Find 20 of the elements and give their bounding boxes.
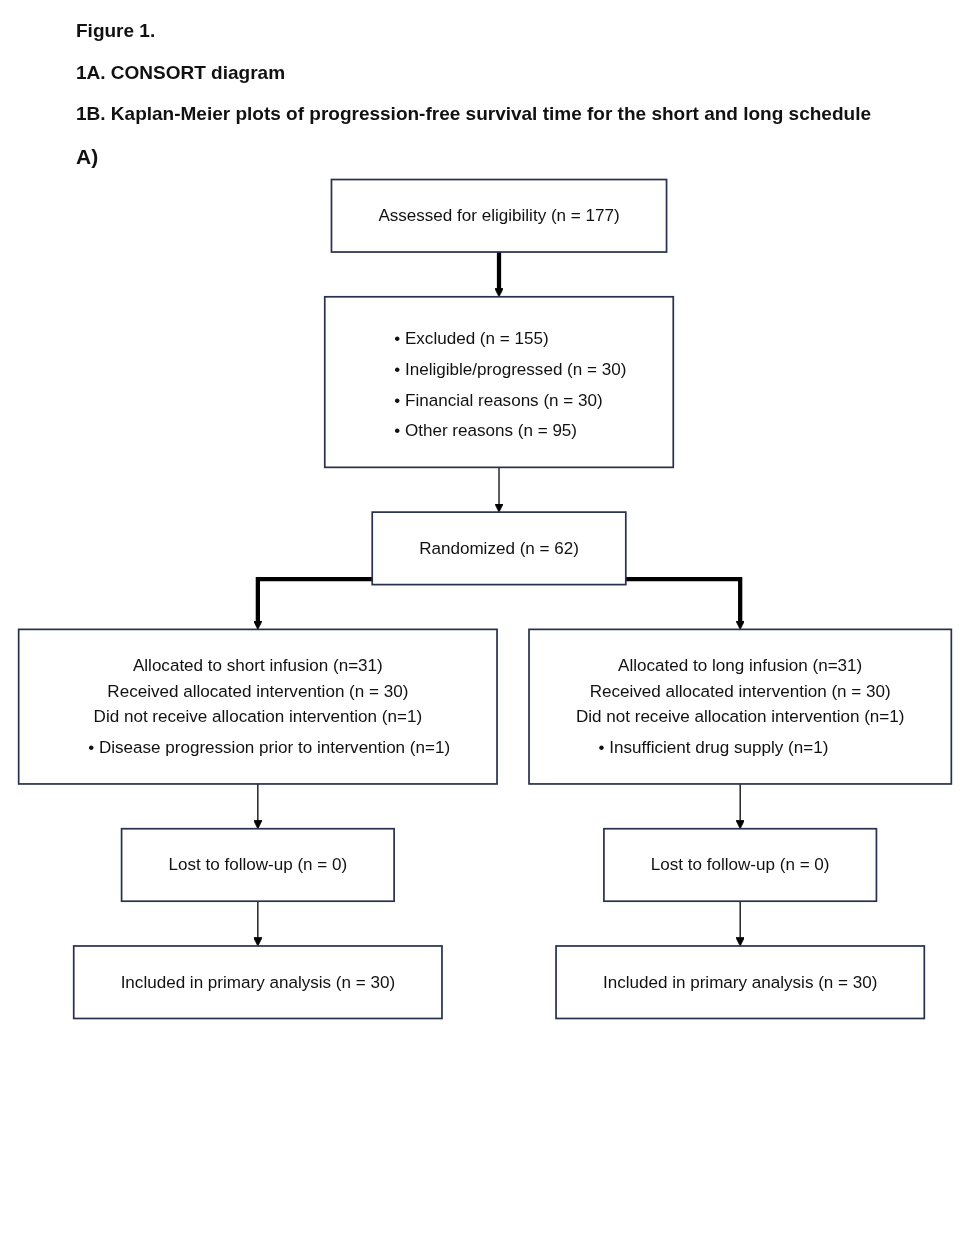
node-box: Allocated to short infusion (n=31) Received allocated intervention (n = 30) Did not receive allocation intervention (n=1) • Disease progression prior to intervention (n=1) — [17, 628, 498, 786]
panel-caption: 1A. CONSORT diagram — [76, 60, 287, 85]
node-box: Lost to follow-up (n = 0) — [120, 828, 395, 903]
panel-label: A) — [76, 143, 100, 170]
node-box: • Excluded (n = 155) • Ineligible/progressed (n = 30) • Financial reasons (n = 30) • Other reasons (n = 95) — [323, 296, 675, 469]
arrow — [494, 466, 504, 513]
arrow — [253, 783, 263, 830]
arrow — [735, 900, 745, 947]
node-box: Lost to follow-up (n = 0) — [603, 828, 878, 903]
arrow — [625, 577, 745, 631]
arrow — [253, 577, 373, 631]
node-box: Assessed for eligibility (n = 177) — [330, 178, 668, 254]
node-box: Randomized (n = 62) — [371, 511, 627, 586]
node-box: Included in primary analysis (n = 30) — [72, 945, 443, 1020]
arrow — [253, 900, 263, 947]
panel-caption: 1B. Kaplan-Meier plots of progression-free survival time for the short and long schedule — [76, 102, 872, 127]
node-box: Included in primary analysis (n = 30) — [555, 945, 926, 1020]
node-box: Allocated to long infusion (n=31) Received allocated intervention (n = 30) Did not receive allocation intervention (n=1) • Insufficient drug supply (n=1) — [528, 628, 953, 786]
figure-title: Figure 1. — [76, 19, 157, 43]
arrow — [735, 783, 745, 830]
